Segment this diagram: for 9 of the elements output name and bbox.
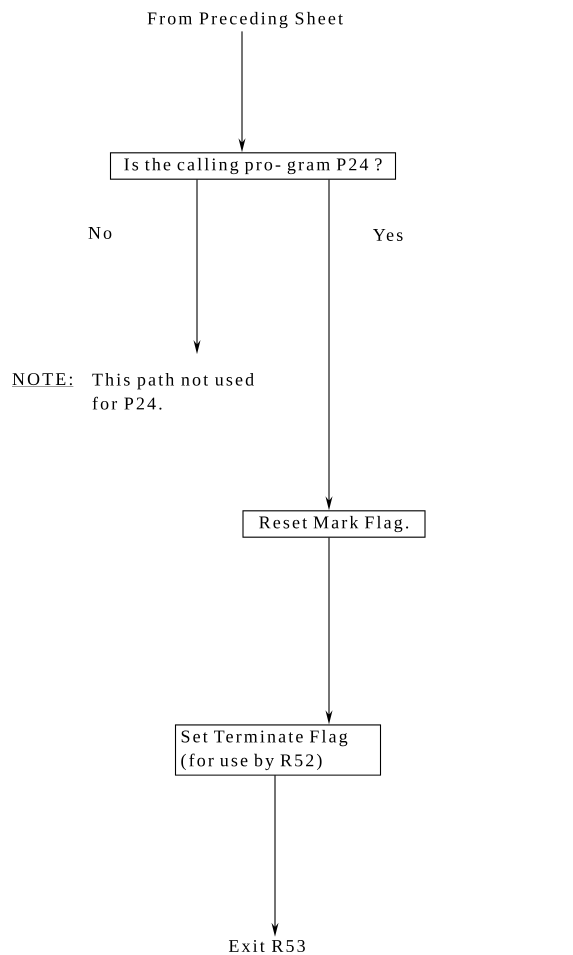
note-label: NOTE:	[12, 373, 74, 387]
process-box: Reset Mark Flag.	[242, 510, 426, 538]
edge-label: Yes	[370, 227, 406, 243]
flow-text: From Preceding Sheet	[148, 12, 343, 28]
process-box: Is the calling pro- gram P24 ?	[110, 152, 396, 180]
process-box: Set Terminate Flag (for use by R52)	[174, 724, 382, 776]
note-text: This path not used for P24.	[92, 373, 254, 410]
flow-text: Exit R53	[228, 940, 305, 952]
edge-label: No	[86, 225, 114, 241]
